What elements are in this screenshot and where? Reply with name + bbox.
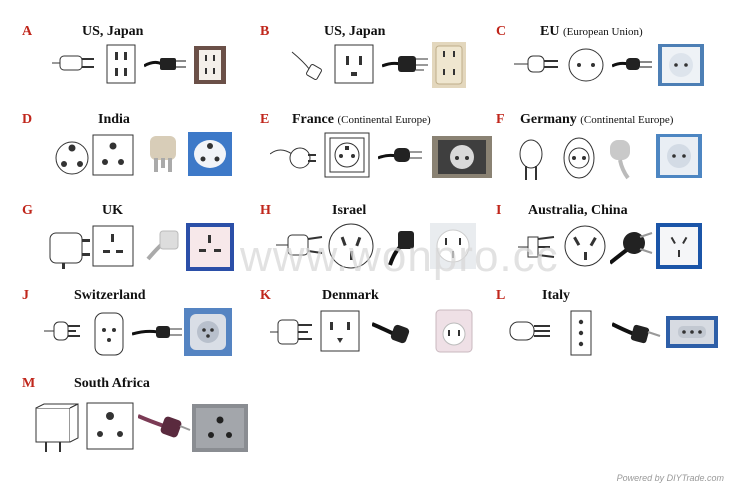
socket-photo-icon [432, 308, 476, 356]
plug-drawing-icon [506, 318, 554, 344]
socket-photo-icon [194, 46, 226, 84]
country-name: India [98, 112, 130, 127]
country-name: France (Continental Europe) [292, 112, 431, 127]
socket-photo-icon [432, 136, 492, 178]
footer-credit: Powered by DIYTrade.com [616, 473, 724, 483]
socket-photo-icon [184, 308, 232, 356]
country-name: Australia, China [528, 203, 628, 218]
socket-photo-icon [656, 134, 702, 178]
plug-drawing-icon [516, 136, 546, 182]
socket-drawing-icon [334, 44, 374, 84]
plug-photo-icon [372, 316, 418, 346]
socket-drawing-icon [92, 225, 134, 267]
plug-type-l: L Italy [496, 288, 736, 368]
type-letter: K [260, 288, 271, 303]
plug-drawing-icon [276, 231, 324, 261]
socket-photo-icon [656, 223, 702, 269]
socket-photo-icon [658, 44, 704, 86]
country-name: UK [102, 203, 123, 218]
plug-drawing-icon [50, 138, 92, 178]
socket-photo-icon [432, 42, 466, 88]
country-name: Switzerland [74, 288, 146, 303]
watermark: www.wonpro.cc [240, 232, 559, 281]
plug-photo-icon [604, 136, 638, 180]
plug-type-b: B US, Japan [260, 24, 500, 104]
plug-photo-icon [132, 322, 184, 342]
plug-type-e: E France (Continental Europe) [260, 112, 500, 192]
socket-drawing-icon [324, 132, 370, 178]
plug-drawing-icon [44, 318, 84, 344]
type-letter: H [260, 203, 271, 218]
socket-photo-icon [666, 316, 718, 348]
plug-type-c: C EU (European Union) [496, 24, 736, 104]
type-letter: C [496, 24, 507, 39]
plug-drawing-icon [270, 142, 318, 172]
type-letter: J [22, 288, 29, 303]
type-letter: B [260, 24, 270, 39]
country-name: Israel [332, 203, 367, 218]
plug-photo-icon [146, 134, 180, 176]
plug-type-f: F Germany (Continental Europe) [496, 112, 736, 192]
socket-photo-icon [192, 404, 248, 452]
type-letter: I [496, 203, 502, 218]
country-name: Germany (Continental Europe) [520, 112, 674, 127]
plug-type-j: J Switzerland [22, 288, 262, 368]
plug-photo-icon [610, 225, 654, 269]
socket-drawing-icon [564, 225, 606, 267]
socket-drawing-icon [570, 310, 592, 356]
plug-type-g: G UK [22, 203, 262, 283]
plug-drawing-icon [46, 227, 92, 269]
country-name: EU (European Union) [540, 24, 643, 39]
socket-drawing-icon [94, 312, 124, 356]
plug-type-i: I Australia, China [496, 203, 736, 283]
plug-drawing-icon [514, 52, 560, 76]
type-letter: G [22, 203, 33, 218]
type-letter: D [22, 112, 33, 127]
socket-drawing-icon [320, 310, 360, 352]
plug-type-m: M South Africa [22, 376, 282, 466]
socket-drawing-icon [92, 134, 134, 176]
plug-photo-icon [382, 50, 430, 76]
plug-photo-icon [612, 54, 654, 74]
country-name: US, Japan [324, 24, 386, 39]
type-letter: A [22, 24, 33, 39]
socket-drawing-icon [562, 136, 596, 180]
plug-drawing-icon [270, 316, 316, 348]
plug-type-k: K Denmark [260, 288, 500, 368]
plug-type-d: D India [22, 112, 262, 192]
socket-photo-icon [430, 223, 476, 269]
plug-photo-icon [612, 318, 662, 346]
socket-photo-icon [188, 132, 232, 176]
socket-drawing-icon [106, 44, 136, 84]
country-name: US, Japan [82, 24, 144, 39]
plug-photo-icon [144, 54, 188, 74]
plug-type-a: A US, Japan [22, 24, 262, 104]
socket-photo-icon [186, 223, 234, 271]
plug-photo-icon [378, 144, 424, 166]
type-letter: L [496, 288, 506, 303]
plug-photo-icon [140, 227, 184, 267]
socket-drawing-icon [328, 223, 374, 269]
country-name: Denmark [322, 288, 379, 303]
country-name: South Africa [74, 376, 150, 391]
type-letter: M [22, 376, 36, 391]
socket-drawing-icon [568, 48, 604, 82]
plug-photo-icon [384, 225, 420, 269]
plug-drawing-icon [290, 44, 330, 84]
type-letter: F [496, 112, 505, 127]
plug-photo-icon [138, 410, 192, 442]
type-letter: E [260, 112, 270, 127]
plug-drawing-icon [52, 48, 102, 78]
plug-drawing-icon [30, 402, 82, 454]
plug-type-h: H Israel [260, 203, 500, 283]
country-name: Italy [542, 288, 570, 303]
socket-drawing-icon [86, 402, 134, 450]
plug-drawing-icon [518, 229, 558, 265]
